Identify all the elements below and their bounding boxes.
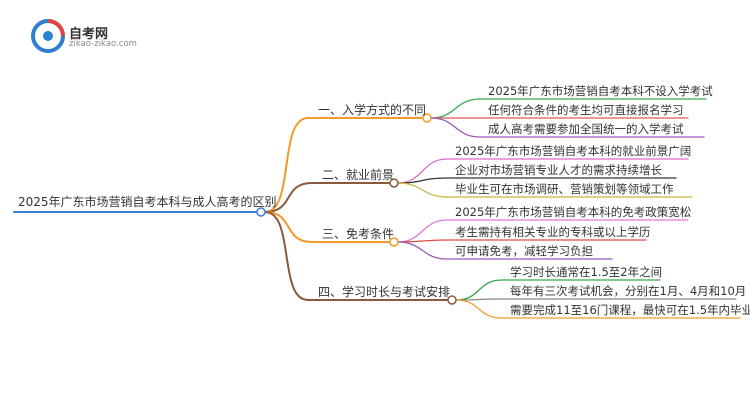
logo-subtitle: zikao-zikao.com	[69, 39, 137, 49]
leaf-topic-3-1[interactable]: 2025年广东市场营销自考本科的免考政策宽松	[455, 205, 692, 219]
leaf-link-3-2	[397, 239, 647, 243]
branch-link-3	[264, 211, 392, 243]
site-logo[interactable]: 自考网 zikao-zikao.com	[30, 18, 180, 54]
leaf-link-4-3	[455, 299, 741, 319]
root-topic[interactable]: 2025年广东市场营销自考本科与成人高考的区别	[18, 195, 277, 209]
branch-topic-3[interactable]: 三、免考条件	[322, 227, 395, 241]
branch-topic-1[interactable]: 一、入学方式的不同	[318, 103, 427, 117]
branch-link-2	[264, 182, 392, 213]
leaf-topic-3-3[interactable]: 可申请免考，减轻学习负担	[455, 244, 593, 258]
leaf-topic-2-1[interactable]: 2025年广东市场营销自考本科的就业前景广阔	[455, 144, 692, 158]
branch-topic-2[interactable]: 二、就业前景	[322, 168, 395, 182]
leaf-link-1-3	[430, 117, 705, 138]
leaf-link-4-2	[455, 298, 737, 301]
leaf-topic-3-2[interactable]: 考生需持有相关专业的专科或以上学历	[455, 225, 651, 239]
leaf-topic-4-3[interactable]: 需要完成11至16门课程，最快可在1.5年内毕业	[510, 303, 750, 317]
logo-mark-icon	[31, 19, 65, 53]
leaf-topic-2-2[interactable]: 企业对市场营销专业人才的需求持续增长	[455, 163, 662, 177]
leaf-link-2-3	[397, 182, 693, 198]
leaf-topic-2-3[interactable]: 毕业生可在市场调研、营销策划等领域工作	[455, 182, 674, 196]
leaf-link-1-1	[430, 98, 707, 119]
branch-topic-4[interactable]: 四、学习时长与考试安排	[318, 285, 451, 299]
leaf-link-3-3	[397, 241, 613, 260]
leaf-topic-4-2[interactable]: 每年有三次考试机会，分别在1月、4月和10月	[510, 284, 747, 298]
leaf-topic-1-3[interactable]: 成人高考需要参加全国统一的入学考试	[488, 122, 684, 136]
branch-node-1[interactable]	[422, 113, 432, 123]
branch-link-4	[264, 211, 450, 301]
leaf-topic-4-1[interactable]: 学习时长通常在1.5至2年之间	[510, 265, 663, 279]
leaf-link-3-1	[397, 219, 689, 243]
root-node[interactable]	[256, 207, 266, 217]
branch-node-4[interactable]	[447, 295, 457, 305]
branch-node-2[interactable]	[389, 178, 399, 188]
leaf-topic-1-2[interactable]: 任何符合条件的考生均可直接报名学习	[488, 103, 684, 117]
leaf-topic-1-1[interactable]: 2025年广东市场营销自考本科不设入学考试	[488, 84, 713, 98]
branch-link-1	[264, 117, 425, 213]
logo-title: 自考网	[69, 27, 109, 42]
branch-node-3[interactable]	[389, 237, 399, 247]
